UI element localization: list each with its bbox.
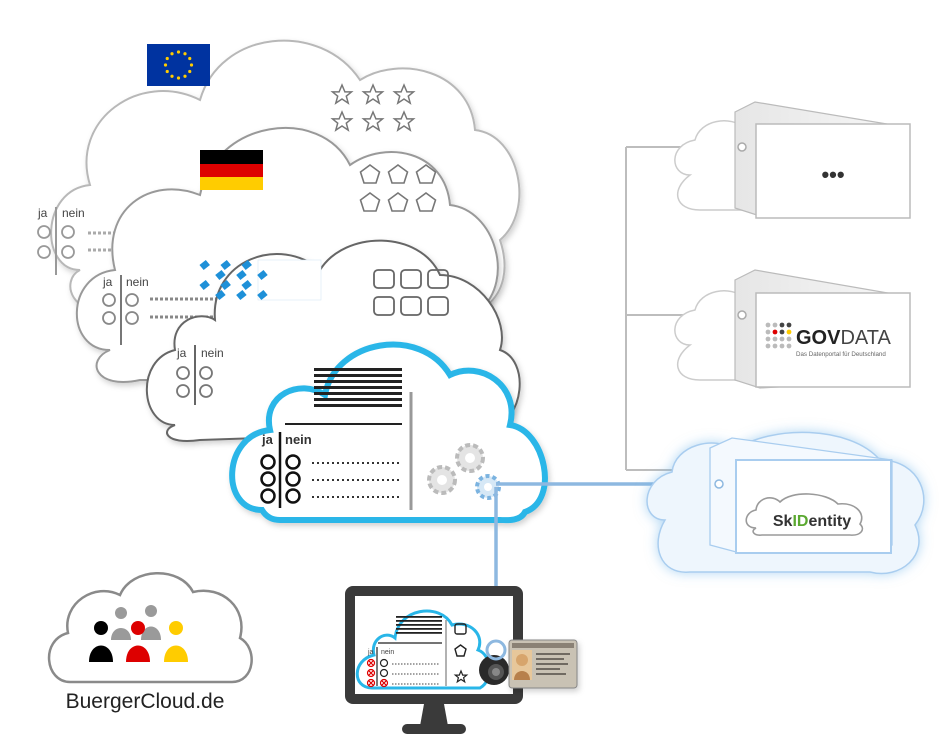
card-reader-icon [479, 639, 509, 685]
no-label: nein [126, 275, 149, 289]
no-label: nein [381, 649, 394, 656]
buergercloud-logo [47, 572, 253, 684]
pentagon-icon [454, 644, 467, 657]
bavaria-lozenge [199, 280, 210, 290]
square-icon [454, 623, 467, 635]
govdata-title-rest: DATA [840, 327, 891, 349]
bavaria-lozenge [236, 290, 247, 300]
gears-icon [427, 443, 501, 500]
govdata-subtitle: Das Datenportal für Deutschland [796, 351, 886, 358]
no-label: nein [62, 206, 85, 220]
id-card-icon [508, 639, 578, 689]
server-skidentity: SkIDentity [646, 431, 925, 575]
eu-star [170, 52, 174, 56]
bavaria-lozenge [241, 260, 252, 270]
no-label: nein [285, 432, 312, 447]
yes-label: ja [37, 206, 48, 220]
yes-label: ja [367, 649, 374, 656]
document-header-icon [285, 368, 402, 425]
skidentity-part1: Sk [773, 513, 793, 530]
eu-star [183, 74, 187, 78]
no-label: nein [201, 346, 224, 360]
bavaria-lozenge [220, 280, 231, 290]
yes-label: ja [176, 346, 187, 360]
eu-star [176, 50, 181, 54]
people-icon [89, 605, 188, 662]
municipal-cloud: ja nein [229, 341, 548, 524]
eu-star [165, 69, 169, 74]
monitor-cloud: ja nein [355, 609, 491, 690]
bavaria-lozenge [257, 270, 268, 280]
bavaria-lozenge [215, 290, 226, 300]
eu-star [176, 76, 181, 80]
pentagon-rating-icon [359, 164, 437, 212]
bavaria-lozenge [199, 260, 210, 270]
yes-label: ja [102, 275, 113, 289]
bavaria-lozenge [241, 280, 252, 290]
skidentity-name: SkIDentity [773, 513, 851, 530]
bavaria-lozenge [220, 260, 231, 270]
monitor: ja nein [345, 586, 578, 734]
bavaria-flag-icon [199, 259, 322, 301]
yes-label: ja [261, 432, 274, 447]
more-servers-label: ••• [821, 162, 844, 187]
govdata-title: GOVDATA [796, 327, 891, 349]
eu-star [163, 63, 168, 67]
skidentity-part3: entity [808, 513, 851, 530]
square-rating-icon [373, 269, 449, 316]
server-more: ••• [674, 101, 911, 219]
skidentity-logo: SkIDentity [745, 493, 864, 536]
server-front [755, 123, 911, 219]
govdata-logo-icon [765, 322, 792, 349]
eu-star [188, 69, 192, 74]
govdata-title-bold: GOV [796, 327, 841, 349]
brand-name: BuergerCloud.de [65, 690, 225, 713]
star-icon [453, 669, 469, 684]
eu-star [165, 56, 169, 61]
server-govdata: GOVDATA Das Datenportal für Deutschland [674, 269, 911, 389]
eu-star [188, 56, 192, 61]
bavaria-lozenge [215, 270, 226, 280]
germany-flag-icon [200, 150, 263, 190]
eu-flag-icon [147, 44, 210, 86]
skidentity-part2: ID [792, 513, 808, 530]
eu-star [183, 52, 187, 56]
eu-star [170, 74, 174, 78]
bavaria-form: ja nein [176, 345, 224, 405]
star-rating-icon [330, 83, 416, 132]
bavaria-lozenge [236, 270, 247, 280]
bavaria-lozenge [257, 290, 268, 300]
municipal-form: ja nein [260, 432, 402, 508]
eu-star [189, 63, 194, 67]
